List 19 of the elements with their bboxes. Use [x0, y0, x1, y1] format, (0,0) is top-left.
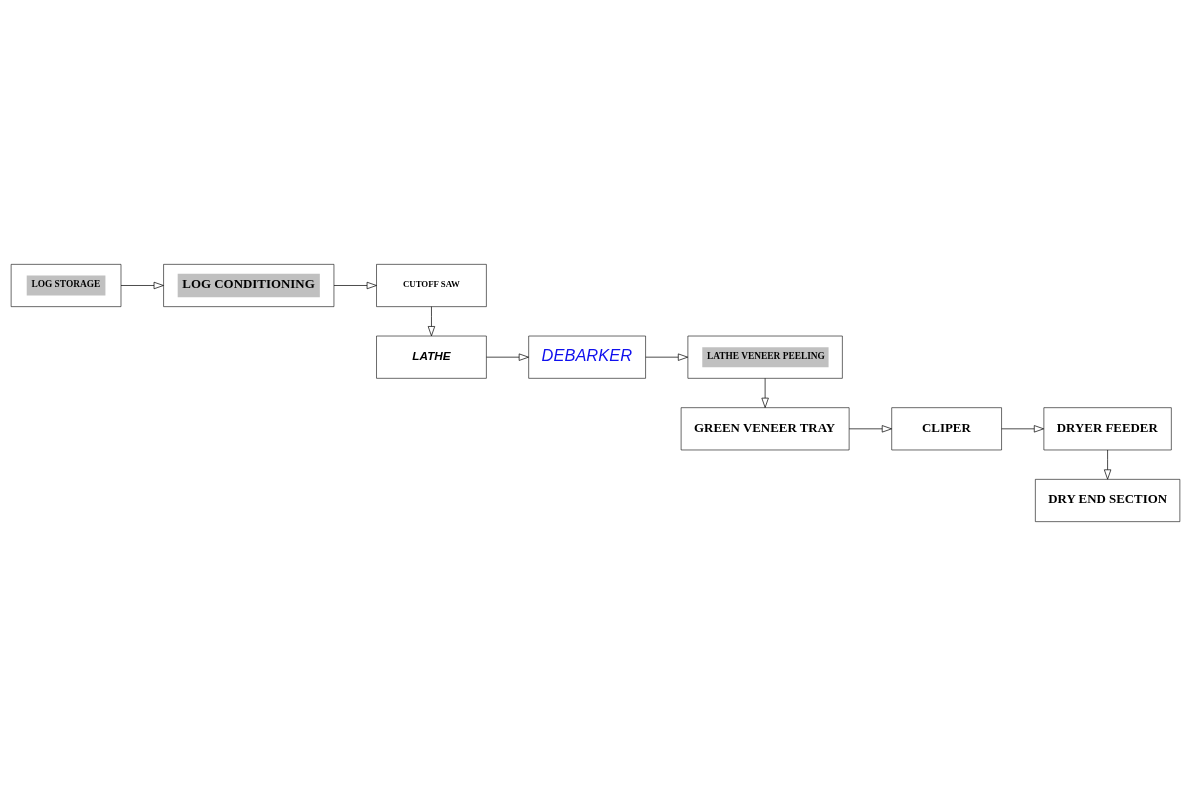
node-box: DRY END SECTION	[1035, 478, 1181, 522]
node-box: DEBARKER	[528, 335, 646, 379]
node-box: CUTOFF SAW	[376, 263, 487, 307]
node-box: LOG CONDITIONING	[163, 263, 335, 307]
arrow	[761, 377, 769, 408]
node-box: DRYER FEEDER	[1043, 406, 1172, 450]
node-box: GREEN VENEER TRAY	[680, 406, 850, 450]
arrow	[427, 305, 436, 336]
arrow	[333, 281, 377, 289]
node-box: LOG STORAGE	[10, 263, 122, 307]
node-box: CLIPER	[891, 406, 1002, 450]
arrow	[645, 353, 689, 361]
arrow	[486, 353, 529, 361]
arrow	[848, 424, 892, 432]
arrow	[1001, 424, 1044, 432]
node-box: LATHE	[376, 335, 487, 379]
arrow	[120, 281, 164, 289]
arrow	[1103, 449, 1112, 480]
node-box: LATHE VENEER PEELING	[687, 335, 843, 379]
